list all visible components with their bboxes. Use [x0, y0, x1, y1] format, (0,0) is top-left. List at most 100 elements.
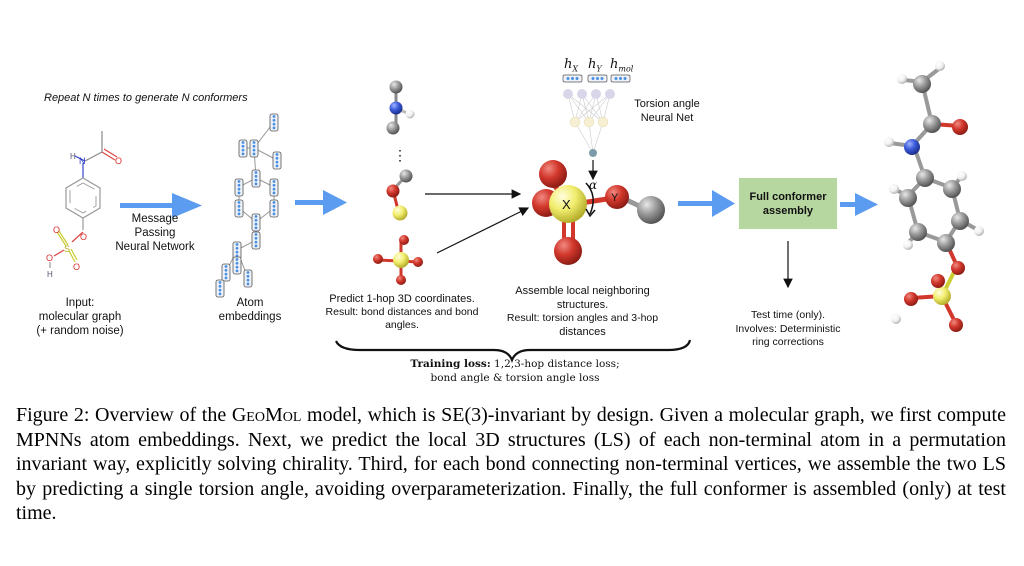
input-molecular-graph: H N O O S O O O H: [46, 131, 122, 279]
torsion-angle-alpha: α: [589, 178, 597, 192]
arrow-mpnn: [120, 193, 202, 218]
predict-label-line3: angles.: [385, 319, 419, 331]
atom-embedding-vector: [269, 178, 279, 197]
atom-y-label: Y: [611, 192, 619, 204]
nn-hidden-node: [569, 116, 581, 128]
figure-graphics: H N O O S O O O H ⋮: [46, 61, 984, 363]
atom-label-h: H: [70, 152, 76, 161]
nn-input-node: [605, 89, 615, 99]
caption-prefix: Figure 2: Overview of the: [16, 404, 232, 426]
atom-embedding-vector: [215, 279, 225, 298]
repeat-note: Repeat N times to generate N conformers: [44, 92, 248, 104]
atom-embedding-vector: [269, 113, 279, 132]
nn-input-vector: [610, 74, 631, 83]
nn-hidden-node: [583, 116, 595, 128]
local-structure-o: [386, 169, 413, 221]
nn-edge: [588, 93, 611, 123]
arrow-s-to-assembly: [436, 207, 530, 254]
training-loss-line1: 1,2,3-hop distance loss;: [490, 358, 620, 370]
input-h-x: hX: [564, 57, 579, 74]
nn-input-node: [591, 89, 601, 99]
assembly-box-line1: Full conformer: [749, 190, 827, 203]
figure-caption: Figure 2: Overview of the GeoMol model, …: [16, 403, 1006, 526]
atom-label-s: S: [64, 244, 70, 254]
torsion-net-label: Torsion angle Neural Net: [622, 97, 712, 125]
atom-label-o: O: [73, 262, 80, 272]
mpnn-label-line1: Message: [131, 213, 179, 225]
input-label-line3: (+ random noise): [36, 325, 124, 337]
input-label-line2: molecular graph: [38, 311, 122, 323]
local-structure-nh: [386, 80, 415, 135]
atom-label-o: O: [115, 156, 122, 166]
full-conformer-3d: [884, 61, 984, 332]
caption-model-name: GeoMol: [231, 404, 302, 426]
assemble-label-line1: Assemble local neighboring: [515, 285, 650, 297]
arrow-to-predict: [295, 190, 347, 215]
nn-edge: [592, 121, 604, 154]
atom-embedding-vector: [272, 151, 282, 170]
test-time-note: Test time (only). Involves: Deterministi…: [718, 309, 858, 350]
atom-embedding-vector: [269, 199, 279, 218]
atom-embedding-vector: [234, 199, 244, 218]
assembly-box-line2: assembly: [762, 204, 814, 217]
atom-embedding-vector: [234, 178, 244, 197]
nn-edge: [574, 121, 594, 154]
atom-embedding-vector: [251, 231, 261, 250]
predict-label: Predict 1-hop 3D coordinates. Result: bo…: [312, 293, 492, 332]
atom-embedding-vector: [232, 241, 242, 260]
ellipsis: ⋮: [393, 147, 407, 163]
nn-hidden-node: [597, 116, 609, 128]
nn-input-vector: [587, 74, 608, 83]
assemble-label-line3: Result: torsion angles and 3-hop: [506, 312, 659, 324]
training-loss-title: Training loss:: [410, 358, 491, 370]
training-curly-brace: [334, 339, 692, 363]
torsion-net-label-line2: Neural Net: [640, 112, 694, 124]
input-label: Input: molecular graph (+ random noise): [20, 296, 140, 338]
embeddings-label-line2: embeddings: [218, 311, 282, 323]
atom-embedding-vector: [232, 256, 242, 275]
atom-embedding-vector: [251, 213, 261, 232]
assemble-label-line2: structures.: [556, 298, 609, 311]
nn-input-node: [577, 89, 587, 99]
atom-label-o: O: [80, 232, 87, 242]
arrow-to-conformer: [840, 193, 878, 216]
atom-embedding-vector: [243, 269, 253, 288]
atom-label-n: N: [79, 156, 86, 166]
predict-label-line2: Result: bond distances and bond: [325, 306, 479, 318]
atom-label-h: H: [47, 270, 53, 279]
nn-output-node: [589, 149, 597, 157]
atom-embedding-vector: [238, 139, 248, 158]
mpnn-label-line3: Neural Network: [115, 241, 195, 253]
test-time-line3: ring corrections: [752, 336, 824, 348]
assemble-label-line4: distances: [559, 325, 606, 338]
embeddings-label: Atom embeddings: [205, 296, 295, 324]
torsion-net-label-line1: Torsion angle: [634, 98, 700, 110]
assemble-label: Assemble local neighboring structures. R…: [500, 285, 665, 339]
training-loss-label: Training loss: 1,2,3-hop distance loss; …: [380, 357, 650, 385]
input-h-mol: hmol: [610, 57, 634, 74]
atom-embedding-vector: [251, 169, 261, 188]
nn-edge: [574, 93, 597, 123]
input-h-y: hY: [588, 57, 602, 74]
arrow-to-assembly: [678, 190, 735, 217]
input-label-line1: Input:: [65, 297, 95, 309]
atom-embeddings-graph: [215, 113, 282, 298]
atom-label-o: O: [53, 225, 60, 235]
atom-label-o: O: [46, 253, 53, 263]
atom-embedding-vector: [249, 139, 259, 158]
atom-x-label: X: [562, 197, 571, 212]
mpnn-label-line2: Passing: [134, 227, 176, 239]
torsion-neural-net: [562, 74, 631, 157]
caption-text: model, which is SE(3)-invariant by desig…: [16, 404, 1006, 524]
mpnn-label: Message Passing Neural Network: [105, 212, 205, 254]
test-time-line1: Test time (only).: [750, 309, 826, 321]
atom-embedding-vector: [221, 263, 231, 282]
test-time-line2: Involves: Deterministic: [735, 322, 841, 335]
full-conformer-assembly-box: Full conformer assembly: [739, 178, 837, 229]
embeddings-label-line1: Atom: [236, 297, 264, 309]
nn-edge: [574, 93, 611, 123]
predict-label-line1: Predict 1-hop 3D coordinates.: [329, 293, 475, 305]
nn-input-node: [563, 89, 573, 99]
local-structure-s: [373, 235, 423, 285]
nn-input-vector: [562, 74, 583, 83]
